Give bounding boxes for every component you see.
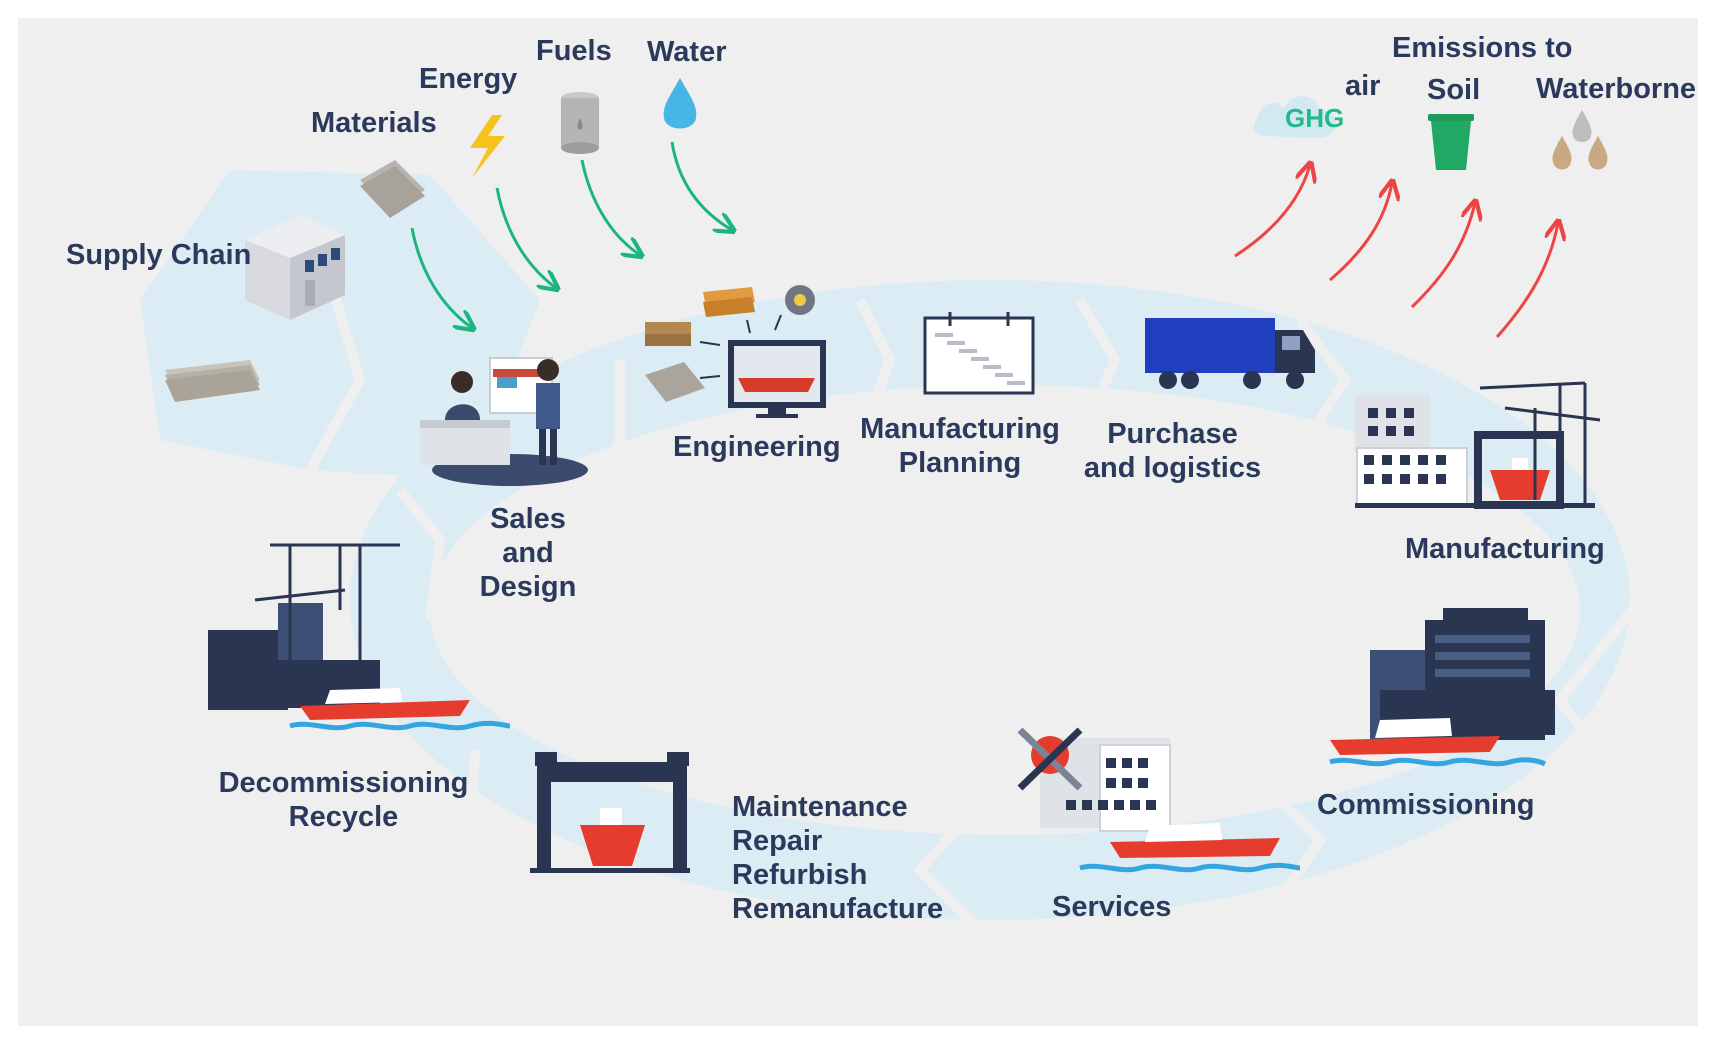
- decommissioning-yard-icon: [208, 543, 511, 731]
- air-label: air: [1345, 70, 1381, 102]
- waterborne-label: Waterborne: [1536, 73, 1697, 105]
- fuels-label: Fuels: [536, 35, 612, 67]
- decommissioning-line-2: Recycle: [288, 801, 399, 833]
- materials-icon: [360, 160, 425, 218]
- trash-bin-icon: [1428, 114, 1474, 170]
- fuel-barrel-icon: [561, 92, 599, 154]
- commissioning-port-icon: [1329, 608, 1555, 767]
- water-label: Water: [647, 36, 727, 68]
- water-drop-icon: [663, 78, 697, 129]
- sales-design-label: Sales and Design: [470, 502, 586, 604]
- sales-design-icon: [420, 357, 588, 486]
- sales-design-line-1: Sales: [490, 503, 566, 535]
- materials-stack-icon: [165, 360, 260, 402]
- emissions-title: Emissions to: [1392, 32, 1573, 64]
- manufacturing-yard-icon: [1355, 381, 1601, 509]
- supply-chain-label: Supply Chain: [66, 239, 252, 271]
- gantt-chart-icon: [923, 312, 1035, 395]
- sales-design-line-3: Design: [479, 571, 577, 603]
- dry-dock-icon: [530, 752, 690, 873]
- lightning-icon: [470, 115, 505, 178]
- waterborne-drops-icon: [1552, 110, 1608, 170]
- decommissioning-line-1: Decommissioning: [218, 767, 469, 799]
- services-label: Services: [1052, 891, 1172, 923]
- purchase-line-1: Purchase: [1107, 418, 1238, 450]
- services-icon: [1017, 727, 1301, 873]
- input-arrows: [410, 141, 732, 328]
- maintenance-line-4: Remanufacture: [732, 893, 944, 925]
- truck-icon: [1145, 318, 1315, 389]
- maintenance-line-1: Maintenance: [732, 791, 908, 823]
- purchase-line-2: and logistics: [1083, 452, 1262, 484]
- ghg-label: GHG: [1285, 103, 1345, 133]
- manufacturing-label: Manufacturing: [1405, 533, 1605, 565]
- engineering-icon: [645, 285, 826, 418]
- purchase-logistics-label: Purchase and logistics: [1080, 417, 1265, 485]
- decommissioning-label: Decommissioning Recycle: [212, 766, 475, 834]
- energy-label: Energy: [419, 63, 518, 95]
- engineering-label: Engineering: [673, 431, 841, 463]
- maintenance-line-3: Refurbish: [732, 859, 868, 891]
- commissioning-label: Commissioning: [1317, 789, 1535, 821]
- planning-line-2: Planning: [898, 447, 1022, 479]
- supply-chain-building-icon: [245, 215, 345, 320]
- maintenance-line-2: Repair: [732, 825, 823, 857]
- materials-label: Materials: [311, 107, 437, 139]
- soil-label: Soil: [1427, 74, 1481, 106]
- maintenance-label: Maintenance Repair Refurbish Remanufactu…: [732, 790, 943, 926]
- emission-arrows: [1234, 165, 1558, 338]
- cloud-icon: [1254, 96, 1336, 138]
- sales-design-line-2: and: [502, 537, 554, 569]
- manufacturing-planning-label: Manufacturing Planning: [860, 412, 1060, 480]
- planning-line-1: Manufacturing: [860, 413, 1060, 445]
